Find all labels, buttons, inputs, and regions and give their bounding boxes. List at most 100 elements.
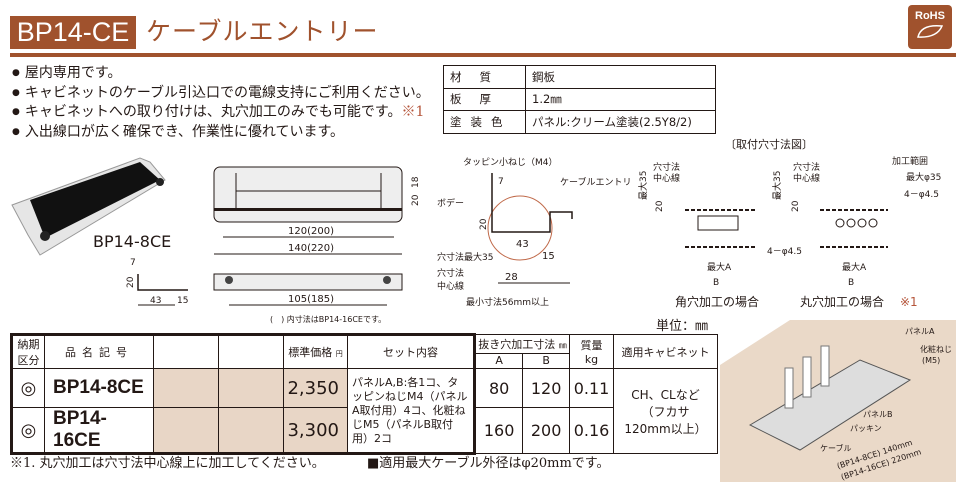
page-title: ケーブルエントリー (146, 17, 379, 46)
table-cell: 0.16 (569, 407, 614, 454)
label: キャビネットへの取り付けは、丸穴加工のみでも可能です。 (24, 104, 402, 120)
table-cell: 塗装色 (443, 110, 526, 134)
label: パネルA (905, 327, 935, 336)
label: 最大35 (637, 171, 649, 200)
table-cell: BP14-16CE (44, 407, 154, 455)
table-cell: 200 (522, 407, 570, 454)
label: 7 (130, 258, 136, 268)
feature-item: 入出線口が広く確保でき、作業性に優れています。 (12, 123, 430, 143)
label: 20 (126, 276, 136, 288)
table-cell: CH、CLなど（フカサ120mm以上） (613, 368, 718, 454)
rohs-label: RoHS (915, 10, 945, 22)
label: 20 (655, 200, 665, 212)
label: 4－φ4.5 (904, 190, 939, 200)
title-rule (10, 53, 956, 57)
label: ※1 (401, 104, 425, 120)
unit-label: 単位：㎜ (656, 319, 709, 334)
label: 140(220) (288, 243, 334, 254)
label: パッキン (850, 424, 882, 433)
footnote-2: ■適用最大ケーブル外径はφ20mmです。 (367, 456, 610, 471)
label: 穴寸法最大35 (437, 251, 493, 263)
label: 43 (150, 296, 161, 306)
label: ※1 (900, 295, 918, 309)
label: 中心線 (653, 172, 680, 184)
label: 穴寸法 (793, 161, 820, 173)
table-cell: 納期区分 (10, 333, 45, 369)
label: 105(185) (288, 294, 334, 305)
table-cell: 3,300 (283, 407, 348, 455)
label: 最大35 (771, 171, 783, 200)
label: 28 (505, 272, 518, 283)
table-cell: 0.11 (569, 368, 614, 408)
table-row: ◎ BP14-8CE 2,350 パネルA,B:各1コ、タッピンねじM4（パネル… (10, 368, 718, 455)
table-cell: パネル:クリーム塗装(2.5Y8/2) (525, 110, 716, 134)
table-cell (218, 333, 284, 369)
label: ケーブル (820, 443, 852, 453)
label: 穴寸法 (653, 161, 680, 173)
label: 最大A (707, 261, 732, 273)
product-drawings: BP14-8CE 18 20 120(200) 140(220) 105(185… (11, 157, 421, 324)
label: 15 (177, 296, 188, 306)
table-cell: ◎ (10, 368, 45, 408)
label: 中心線 (437, 280, 464, 292)
feature-item: キャビネットへの取り付けは、丸穴加工のみでも可能です。※1 (12, 103, 430, 123)
table-cell: 1.2㎜ (525, 87, 716, 111)
table-cell (218, 407, 284, 455)
leaf-icon (917, 24, 944, 38)
table-cell: 標準価格 円 (283, 333, 348, 369)
table-cell: セット内容 (347, 333, 476, 369)
label: 最大φ35 (906, 171, 941, 183)
feature-item: キャビネットのケーブル引込口での電線支持にご利用ください。 (12, 84, 430, 104)
label: ケーブルエントリー (560, 176, 630, 188)
label: 中心線 (793, 172, 820, 184)
label: 43 (516, 239, 529, 250)
label: パネルB (863, 410, 893, 419)
label: 4－φ4.5 (767, 247, 802, 257)
photo-label: BP14-8CE (93, 232, 171, 251)
table-cell: 2,350 (283, 368, 348, 408)
label: 入出線口が広く確保でき、作業性に優れています。 (24, 123, 345, 140)
table-cell: 品名記号 (44, 333, 154, 369)
label: ( ) 内寸法はBP14-16CEです。 (270, 314, 386, 324)
table-cell (153, 368, 219, 408)
label: 角穴加工の場合 (675, 294, 759, 309)
label: 120(200) (288, 226, 334, 237)
label: 屋内専用です。 (24, 65, 122, 81)
label: 穴寸法 (437, 267, 464, 279)
table-cell: BP14-8CE (44, 368, 154, 408)
feature-item: 屋内専用です。 (12, 64, 430, 84)
table-cell: パネルA,B:各1コ、タッピンねじM4（パネルA取付用）4コ、化粧ねじM5（パネ… (347, 368, 476, 455)
label: 20 (791, 200, 801, 212)
label: 〔取付穴寸法図〕 (725, 137, 813, 151)
table-cell: 抜き穴加工寸法 ㎜ (474, 334, 570, 354)
label: タッピン小ねじ（M4） (463, 157, 558, 168)
table-cell: 鋼板 (525, 65, 716, 89)
label: キャビネットのケーブル引込口での電線支持にご利用ください。 (24, 84, 430, 101)
label: 15 (542, 251, 555, 262)
product-code-badge: BP14-CE (10, 16, 136, 49)
label: B (713, 278, 719, 288)
table-cell: 120 (522, 368, 570, 408)
table-cell (218, 368, 284, 408)
table-cell (153, 333, 219, 369)
table-cell: 80 (473, 368, 524, 408)
table-cell: 適用キャビネット (613, 334, 718, 369)
footnote-1: ※1. 丸穴加工は穴寸法中心線上に加工してください。 (10, 456, 325, 471)
label: 加工範囲 (892, 155, 928, 167)
label: 最小寸法56mm以上 (466, 296, 549, 308)
label: 最大A (842, 261, 867, 273)
product-photo (11, 157, 166, 256)
installation-illustration: パネルA 化粧ねじ(M5) パネルB パッキン ケーブル (BP14-8CE) … (720, 320, 956, 482)
label: 丸穴加工の場合 (800, 294, 884, 309)
table-cell: 160 (473, 407, 524, 454)
rohs-badge: RoHS (908, 5, 952, 49)
table-cell: ◎ (10, 407, 45, 455)
label: 化粧ねじ (920, 344, 952, 354)
label: B (848, 278, 854, 288)
label: 7 (498, 177, 504, 187)
